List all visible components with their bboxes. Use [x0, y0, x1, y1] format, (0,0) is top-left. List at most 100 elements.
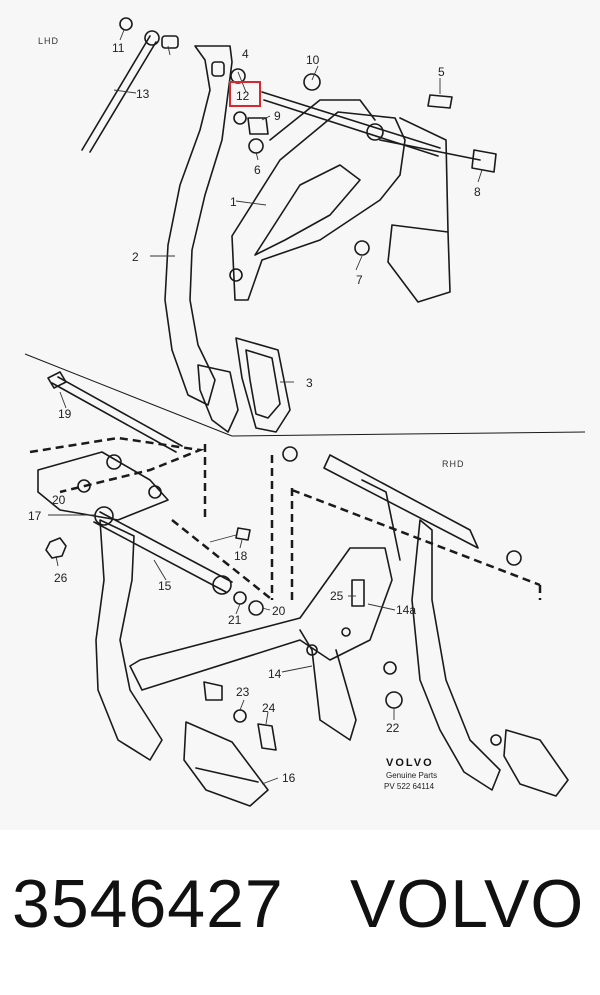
stamp-line2: PV 522 64114: [384, 782, 435, 791]
bolt-8-head: [471, 149, 497, 173]
pedal-boss: [211, 61, 225, 77]
pedal-arm-lower: [95, 519, 163, 761]
bush-lower: [148, 485, 162, 499]
bush-4-left: [161, 35, 179, 49]
callouts: 1 2 3 4 5 6 7 8 9 10 11 12 13 14 14a 15 …: [28, 41, 481, 785]
nut-6: [248, 138, 264, 154]
pedal-pad-16: [183, 721, 269, 807]
rhd-rod: [361, 479, 401, 561]
rhd-nut: [506, 550, 522, 566]
callout-5: 5: [438, 65, 445, 79]
callout-12: 12: [236, 89, 250, 103]
clip-23: [203, 681, 223, 701]
rhd-bush: [282, 446, 298, 462]
callout-11: 11: [112, 41, 125, 55]
pedal-arm-2: [164, 45, 233, 406]
callout-18: 18: [234, 549, 248, 563]
callout-16: 16: [282, 771, 296, 785]
bolt-19: [51, 376, 183, 453]
pedal-rubber-3: [235, 337, 291, 433]
lever-14: [129, 547, 393, 691]
nut-26: [45, 537, 67, 559]
washer-10: [303, 73, 321, 91]
shaft-end: [94, 506, 114, 526]
switch-5: [427, 94, 453, 109]
callout-17: 17: [28, 509, 42, 523]
callout-20-upper: 20: [52, 493, 66, 507]
callout-8: 8: [474, 185, 481, 199]
dashed-frame-link: [171, 519, 271, 599]
bush-upper: [106, 454, 122, 470]
bracket-1: [231, 111, 406, 301]
clip-24: [257, 723, 277, 751]
callout-6: 6: [254, 163, 261, 177]
shaft-end-right: [212, 575, 232, 595]
rhd-pedal-group: [282, 446, 569, 797]
callout-9: 9: [274, 109, 281, 123]
pedal-pad: [197, 364, 239, 433]
callout-3: 3: [306, 376, 313, 390]
pad-rib: [195, 767, 259, 783]
pedal-rubber-inner: [245, 349, 281, 419]
spring-clip-9: [247, 117, 269, 135]
callout-1: 1: [230, 195, 237, 209]
bush-21: [233, 591, 247, 605]
rod-eye: [144, 30, 160, 46]
rhd-pad-bush: [490, 734, 502, 746]
stud-25: [351, 579, 365, 607]
bush-12: [233, 111, 247, 125]
bush-20-lower: [248, 600, 264, 616]
callout-7: 7: [356, 273, 363, 287]
callout-24: 24: [262, 701, 276, 715]
rhd-pedal-arm: [411, 519, 501, 791]
dashed-frame-upper: [29, 436, 205, 494]
bracket-plate-17: [37, 451, 169, 521]
bolt-8-shank: [379, 139, 481, 161]
callout-14a: 14a: [396, 603, 416, 617]
footer: [0, 830, 600, 995]
callout-21: 21: [228, 613, 242, 627]
callout-12-highlight: [229, 81, 261, 107]
callout-19: 19: [58, 407, 72, 421]
bush-20-upper: [77, 479, 91, 493]
clip-11: [119, 17, 133, 31]
part-number: 3546427: [12, 866, 284, 942]
mount-plate: [387, 224, 451, 303]
shaft-10: [261, 91, 441, 157]
bracket-top: [269, 99, 376, 141]
mount-plate-edge: [399, 117, 449, 233]
callout-4: 4: [242, 47, 249, 61]
callout-2: 2: [132, 250, 139, 264]
section-divider-left: [24, 353, 233, 437]
bracket-hole: [229, 268, 243, 282]
callout-25: 25: [330, 589, 344, 603]
bolt-19-head: [47, 371, 67, 389]
dashed-frame-right: [290, 488, 542, 600]
stud-18: [235, 527, 251, 541]
lever-14-foot: [299, 629, 357, 741]
leader-lines: [48, 29, 483, 785]
section-label-rhd: RHD: [442, 459, 465, 469]
bracket-bush: [366, 123, 384, 141]
callout-14: 14: [268, 667, 282, 681]
exploded-parts-diagram: LHD RHD: [24, 17, 586, 807]
callout-23: 23: [236, 685, 250, 699]
section-label-lhd: LHD: [38, 36, 59, 46]
callout-20-lower: 20: [272, 604, 286, 618]
nut-22: [385, 691, 403, 709]
lever-hole: [306, 644, 318, 656]
brand-name: VOLVO: [350, 866, 585, 942]
upper-pedal-group: [81, 17, 497, 433]
bush-7: [354, 240, 370, 256]
section-divider-right: [231, 431, 586, 437]
rhd-pedal-pad: [503, 729, 569, 797]
rhd-shaft: [323, 454, 479, 549]
bush-23: [233, 709, 247, 723]
push-rod-13: [81, 35, 157, 153]
lever-hole-2: [341, 627, 351, 637]
callout-13: 13: [136, 87, 150, 101]
shaft-15: [93, 511, 233, 593]
bush-4: [230, 68, 246, 84]
callout-26: 26: [54, 571, 68, 585]
callout-22: 22: [386, 721, 400, 735]
